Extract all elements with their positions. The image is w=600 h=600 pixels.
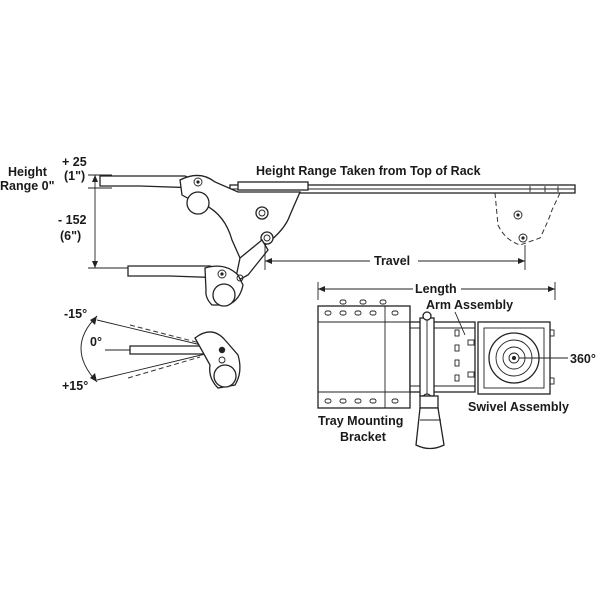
travel-label: Travel [374,254,410,268]
minus-15-deg-label: -15° [64,307,87,321]
arm-assembly-label: Arm Assembly [426,298,513,312]
minus-152-label: - 152 [58,213,87,227]
swivel-assembly-label: Swivel Assembly [468,400,569,414]
360-deg-label: 360° [570,352,596,366]
plus-1-inch-label: (1") [64,169,85,183]
bracket-slots-bottom [324,398,399,404]
tray-mounting-label: Tray Mounting [318,414,403,428]
zero-deg-label: 0° [90,335,102,349]
tilt-angle-view [80,315,241,389]
bracket-label: Bracket [340,430,387,444]
tilt-knob [415,395,445,450]
height-note-label: Height Range Taken from Top of Rack [256,164,481,178]
bracket-slots-top [324,299,399,316]
height-range-label: Height [8,165,48,179]
height-range-zero-label: Range 0" [0,179,55,193]
top-view-assembly [317,280,568,450]
height-range-side-view [88,174,576,307]
plus-15-deg-label: +15° [62,379,88,393]
minus-6-inch-label: (6") [60,229,81,243]
length-label: Length [415,282,457,296]
plus-25-label: + 25 [62,155,87,169]
